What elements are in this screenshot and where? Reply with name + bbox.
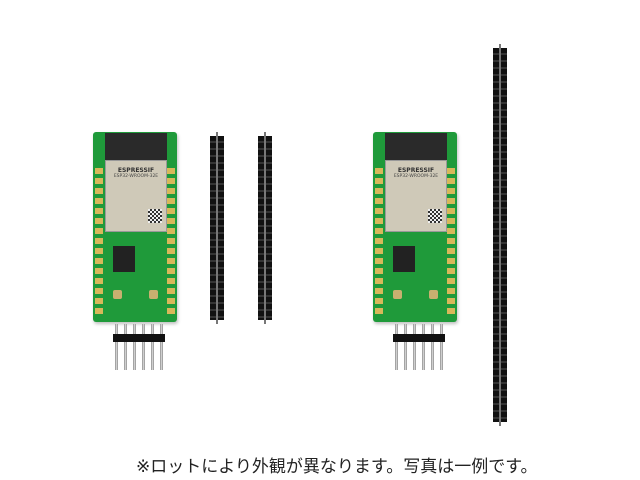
qr-code (148, 209, 162, 223)
pin-header-6 (113, 324, 165, 370)
antenna (385, 133, 447, 161)
button (149, 290, 158, 299)
pin-header-6 (393, 324, 445, 370)
pad-row (375, 168, 383, 316)
dev-board-right: ESPRESSIF ESP32-WROOM-32E (373, 132, 457, 322)
antenna (105, 133, 167, 161)
pad-row (447, 168, 455, 316)
module-model: ESP32-WROOM-32E (113, 174, 159, 179)
dev-board-left: ESPRESSIF ESP32-WROOM-32E (93, 132, 177, 322)
regulator (393, 246, 415, 272)
esp32-module: ESPRESSIF ESP32-WROOM-32E (385, 160, 447, 232)
pad-row (167, 168, 175, 316)
button (429, 290, 438, 299)
pin-header (258, 132, 272, 324)
esp32-module: ESPRESSIF ESP32-WROOM-32E (105, 160, 167, 232)
module-logo: ESPRESSIF (117, 167, 155, 174)
pad-row (95, 168, 103, 316)
pin-header-long (493, 44, 507, 426)
module-logo: ESPRESSIF (397, 167, 435, 174)
button (113, 290, 122, 299)
caption: ※ロットにより外観が異なります。写真は一例です。 (136, 457, 538, 477)
pin-header (210, 132, 224, 324)
regulator (113, 246, 135, 272)
module-model: ESP32-WROOM-32E (393, 174, 439, 179)
button (393, 290, 402, 299)
qr-code (428, 209, 442, 223)
